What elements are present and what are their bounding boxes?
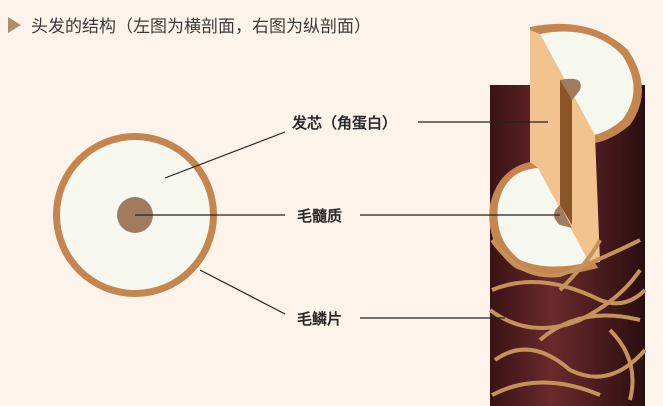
- cuticle-scales: [488, 238, 647, 401]
- leader-lines: [135, 121, 560, 319]
- label-cortex: 发芯（角蛋白）: [292, 114, 398, 132]
- diagram-title: 头发的结构（左图为横剖面，右图为纵剖面）: [8, 12, 371, 37]
- title-text: 头发的结构（左图为横剖面，右图为纵剖面）: [31, 17, 371, 37]
- label-cuticle: 毛鳞片: [297, 310, 343, 328]
- medulla-groove: [560, 80, 572, 225]
- triangle-bullet-icon: [8, 16, 21, 33]
- longitudinal-section: [488, 23, 647, 406]
- label-medulla: 毛髓质: [297, 207, 343, 225]
